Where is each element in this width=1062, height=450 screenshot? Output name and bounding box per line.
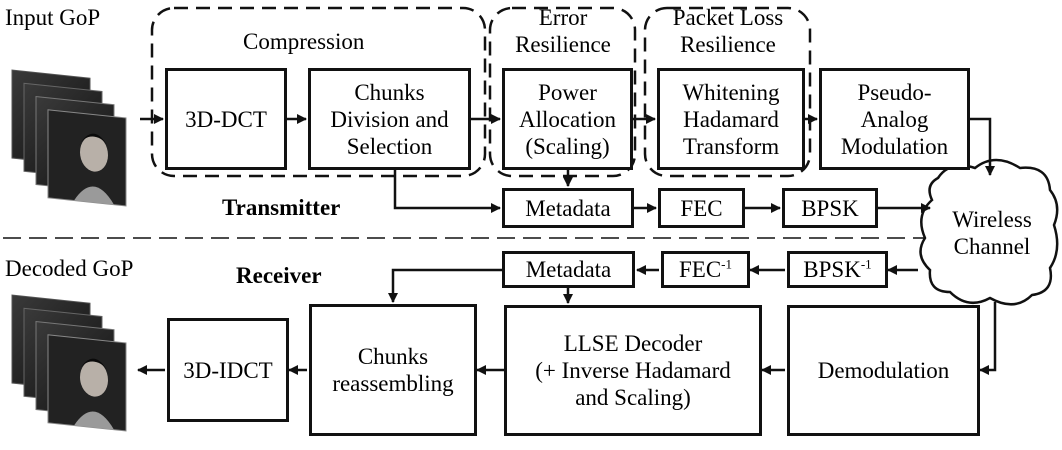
chunks-line-3: Selection [346, 133, 433, 159]
modulation-line-3: Modulation [840, 133, 949, 159]
fec-inverse-base: FEC [678, 257, 722, 282]
error-resilience-label: Error Resilience [493, 4, 633, 58]
packet-loss-line-2: Resilience [680, 32, 776, 57]
tx-metadata-label: Metadata [525, 195, 611, 221]
bpsk-inverse-block: BPSK-1 [787, 251, 888, 288]
whitening-line-1: Whitening [682, 79, 780, 105]
wireless-channel-cloud [919, 158, 1059, 306]
packet-loss-group [643, 6, 812, 178]
dct-block: 3D-DCT [165, 68, 287, 170]
llse-line-1: LLSE Decoder [563, 331, 703, 356]
transmitter-label: Transmitter [222, 195, 341, 220]
bpsk-inverse-sup: -1 [860, 256, 872, 272]
chunks-reassembling-block: Chunks reassembling [309, 304, 477, 436]
channel-line-1: Wireless [952, 207, 1032, 232]
bpsk-inverse-base: BPSK [803, 257, 861, 282]
wireless-channel-label: Wireless Channel [932, 206, 1052, 260]
whitening-line-2: Hadamard [683, 106, 779, 132]
bpsk-block: BPSK [782, 188, 878, 228]
rx-metadata-block: Metadata [502, 251, 635, 288]
chunks-line-2: Division and [330, 106, 449, 132]
bpsk-label: BPSK [801, 195, 859, 221]
fec-inverse-sup: -1 [721, 256, 733, 272]
reassembling-line-2: reassembling [332, 371, 454, 396]
receiver-label: Receiver [236, 263, 322, 288]
llse-line-3: and Scaling) [575, 385, 691, 410]
error-resilience-line-1: Error [538, 5, 588, 30]
dct-label: 3D-DCT [185, 106, 267, 132]
decoded-gop-frames [11, 294, 127, 432]
idct-label: 3D-IDCT [183, 357, 273, 383]
fec-block: FEC [658, 188, 745, 228]
fec-inverse-block: FEC-1 [661, 251, 750, 288]
decoded-gop-label: Decoded GoP [5, 256, 134, 281]
compression-label: Compression [243, 29, 365, 54]
modulation-line-1: Pseudo- [857, 79, 932, 105]
demodulation-block: Demodulation [787, 305, 980, 436]
channel-line-2: Channel [953, 234, 1031, 259]
compression-group [150, 6, 487, 178]
power-line-2: Allocation [518, 106, 617, 132]
fec-label: FEC [680, 195, 723, 221]
reassembling-line-1: Chunks [357, 344, 429, 369]
rx-metadata-label: Metadata [525, 257, 612, 282]
idct-block: 3D-IDCT [167, 318, 289, 422]
demodulation-label: Demodulation [817, 358, 950, 383]
llse-decoder-block: LLSE Decoder (+ Inverse Hadamard and Sca… [504, 305, 762, 436]
power-allocation-block: Power Allocation (Scaling) [502, 68, 633, 170]
whitening-hadamard-block: Whitening Hadamard Transform [657, 68, 805, 170]
error-resilience-line-2: Resilience [515, 32, 611, 57]
tx-metadata-block: Metadata [502, 188, 634, 228]
packet-loss-label: Packet Loss Resilience [648, 4, 808, 58]
chunks-division-block: Chunks Division and Selection [308, 68, 471, 170]
modulation-line-2: Analog [860, 106, 929, 132]
error-resilience-group [488, 6, 637, 178]
pseudo-analog-modulation-block: Pseudo- Analog Modulation [819, 68, 970, 170]
chunks-line-1: Chunks [354, 79, 425, 105]
power-line-1: Power [538, 79, 597, 105]
input-gop-frames [11, 69, 127, 207]
whitening-line-3: Transform [682, 133, 780, 159]
transmitter-arrows [140, 114, 995, 213]
receiver-arrows [137, 265, 997, 375]
fec-inverse-label: FEC-1 [679, 256, 732, 283]
packet-loss-line-1: Packet Loss [672, 5, 784, 30]
input-gop-label: Input GoP [5, 5, 101, 30]
llse-line-2: (+ Inverse Hadamard [535, 358, 731, 383]
bpsk-inverse-label: BPSK-1 [803, 256, 871, 283]
power-line-3: (Scaling) [525, 133, 610, 159]
